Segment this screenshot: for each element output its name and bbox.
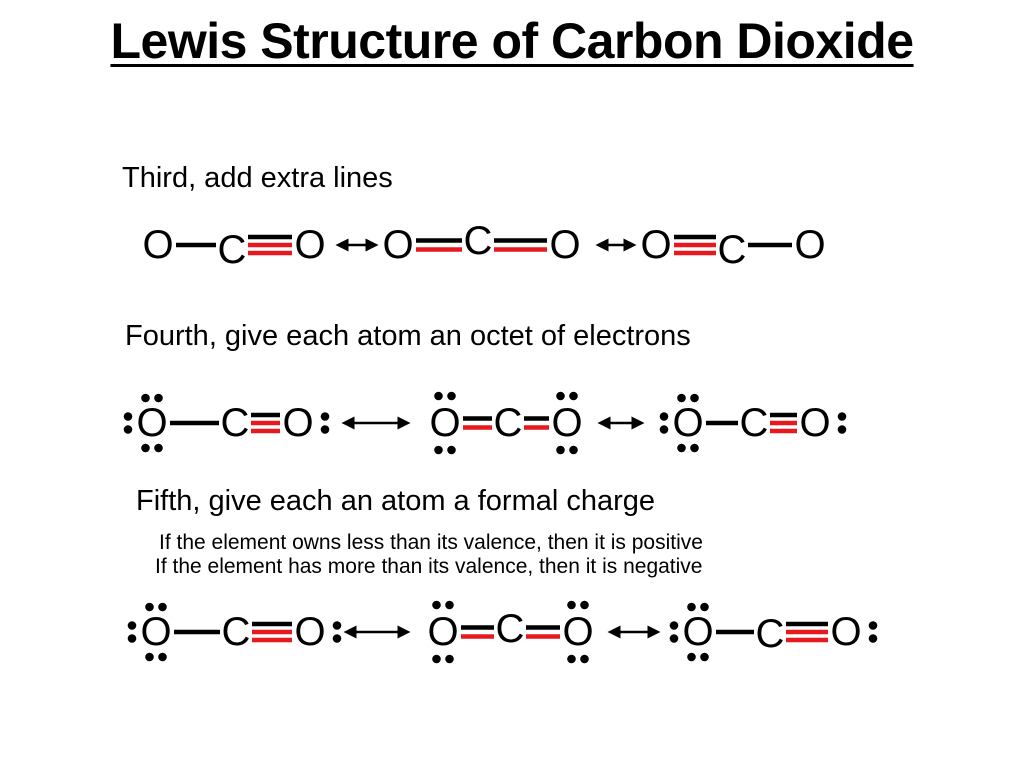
lone-pair-dot [700,652,709,662]
lone-pair-dot [567,600,576,610]
lone-pair-dot [123,425,133,434]
oxygen-atom-left: O [382,223,413,267]
lone-pair-dot [669,634,679,643]
lone-pair-dot [690,393,699,403]
lone-pair-dot [868,634,878,643]
carbon-atom: C [222,610,251,654]
lone-pair-dot [432,600,441,610]
oxygen-atom-right: O [282,401,313,445]
lone-pair-dot [569,445,578,455]
lone-pair-dot [320,425,330,434]
oxygen-atom-right: O [294,223,325,267]
lone-pair-dot [677,443,686,453]
carbon-atom: C [496,607,525,651]
oxygen-atom-left: O [427,610,458,654]
lone-pair-dot [580,654,589,664]
lone-pair-dot [332,634,342,643]
lone-pair-dot [158,652,167,662]
lone-pair-dot [123,412,133,421]
lone-pair-dot [154,443,163,453]
oxygen-atom-right: O [799,401,830,445]
lone-pair-dot [145,652,154,662]
lone-pair-dot [659,412,669,421]
lone-pair-dot [669,621,679,630]
positive-charge-note: If the element owns less than its valenc… [159,531,703,554]
lone-pair-dot [154,393,163,403]
lone-pair-dot [868,621,878,630]
lone-pair-dot [445,654,454,664]
oxygen-atom-right: O [794,223,825,267]
lone-pair-dot [332,621,342,630]
lone-pair-dot [141,443,150,453]
lone-pair-dot [659,425,669,434]
lone-pair-dot [556,391,565,401]
carbon-atom: C [218,228,247,272]
oxygen-atom-right: O [830,610,861,654]
lone-pair-dot [447,445,456,455]
carbon-atom: C [718,228,747,272]
lone-pair-dot [687,652,696,662]
lone-pair-dot [127,621,137,630]
lone-pair-dot [432,654,441,664]
carbon-atom: C [221,401,250,445]
lone-pair-dot [837,425,847,434]
lone-pair-dot [158,602,167,612]
lone-pair-dot [556,445,565,455]
oxygen-atom-left: O [136,401,167,445]
lone-pair-dot [445,600,454,610]
carbon-atom: C [740,401,769,445]
oxygen-atom-right: O [562,610,593,654]
oxygen-atom-left: O [672,401,703,445]
oxygen-atom-right: O [551,401,582,445]
lone-pair-dot [690,443,699,453]
lone-pair-dot [837,412,847,421]
oxygen-atom-left: O [682,610,713,654]
lone-pair-dot [687,602,696,612]
lone-pair-dot [141,393,150,403]
oxygen-atom-left: O [429,401,460,445]
lone-pair-dot [145,602,154,612]
lone-pair-dot [434,445,443,455]
carbon-atom: C [494,401,523,445]
lone-pair-dot [447,391,456,401]
page-title: Lewis Structure of Carbon Dioxide [110,13,914,69]
step-third-label: Third, add extra lines [122,162,393,194]
lone-pair-dot [677,393,686,403]
negative-charge-note: If the element has more than its valence… [155,555,703,578]
oxygen-atom-right: O [294,610,325,654]
lone-pair-dot [569,391,578,401]
carbon-atom: C [756,612,785,656]
lone-pair-dot [700,602,709,612]
oxygen-atom-left: O [140,610,171,654]
lone-pair-dot [580,600,589,610]
oxygen-atom-left: O [142,223,173,267]
carbon-atom: C [464,219,493,263]
oxygen-atom-right: O [549,223,580,267]
oxygen-atom-left: O [640,223,671,267]
step-fifth-label: Fifth, give each an atom a formal charge [136,485,656,517]
lone-pair-dot [567,654,576,664]
lone-pair-dot [127,634,137,643]
step-fourth-label: Fourth, give each atom an octet of elect… [125,320,691,352]
lone-pair-dot [434,391,443,401]
lone-pair-dot [320,412,330,421]
